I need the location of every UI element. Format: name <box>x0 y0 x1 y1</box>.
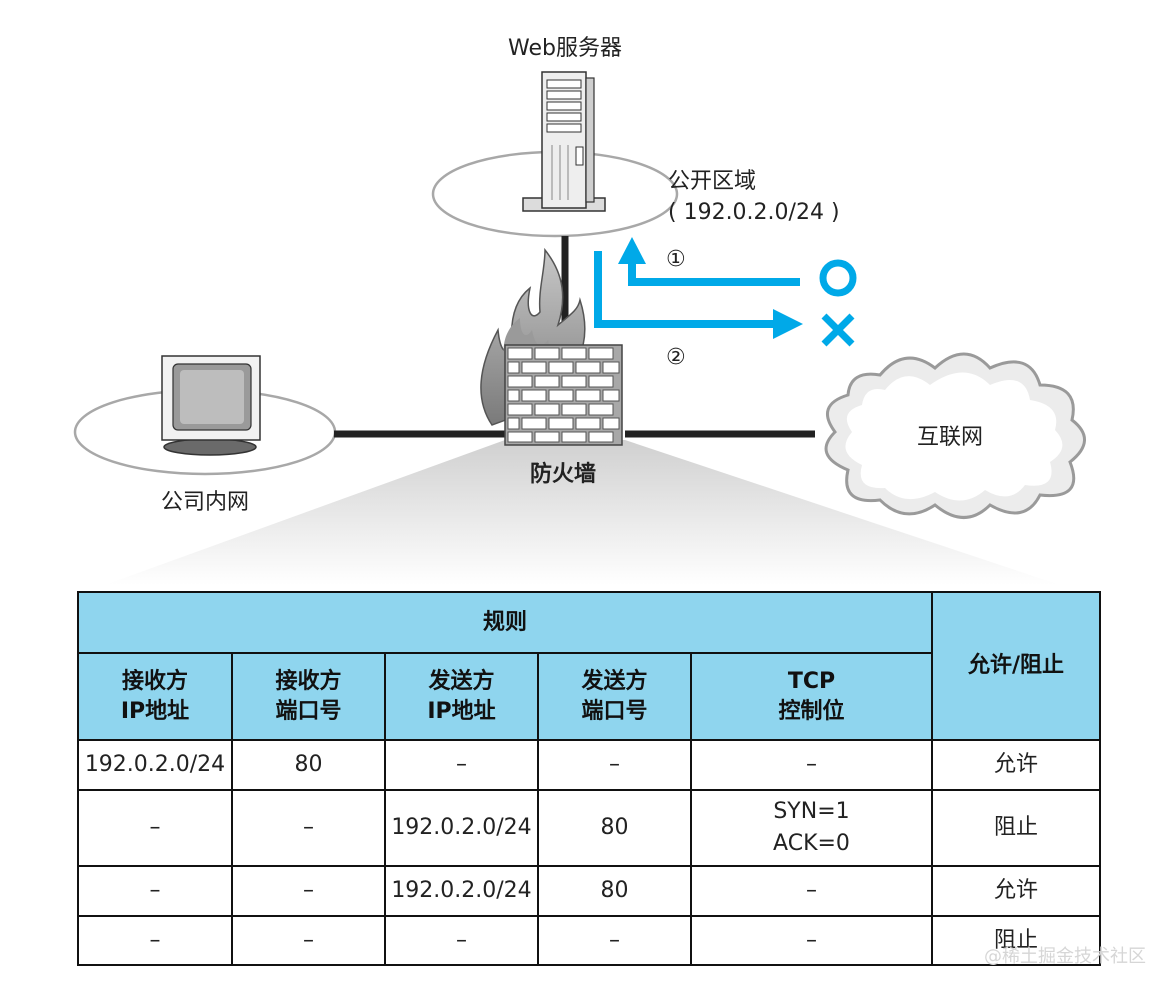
allow-symbol <box>819 259 857 297</box>
cell-src-ip: – <box>384 739 539 791</box>
table-row: – – 192.0.2.0/24 80 SYN=1 ACK=0 阻止 <box>77 789 1101 867</box>
intranet-label: 公司内网 <box>161 490 249 515</box>
column-header-tcp-flags: TCP 控制位 <box>690 652 933 741</box>
cell-dest-ip: – <box>77 789 233 867</box>
table-row: – – 192.0.2.0/24 80 – 允许 <box>77 865 1101 917</box>
cell-result: 阻止 <box>931 915 1101 966</box>
cell-tcp-flags: SYN=1 ACK=0 <box>690 789 933 867</box>
internet-label: 互联网 <box>917 425 983 450</box>
firewall-funnel <box>105 440 1060 585</box>
cell-src-ip: 192.0.2.0/24 <box>384 865 539 917</box>
firewall-label: 防火墙 <box>530 462 596 487</box>
cell-dest-port: – <box>231 865 386 917</box>
column-header-dest-ip: 接收方 IP地址 <box>77 652 233 741</box>
web-server-icon <box>522 71 606 212</box>
block-symbol <box>821 313 855 347</box>
flow-1-arrow <box>618 237 800 286</box>
column-header-src-ip: 发送方 IP地址 <box>384 652 539 741</box>
table-row: – – – – – 阻止 <box>77 915 1101 966</box>
flow-2-marker: ② <box>666 345 686 370</box>
cell-tcp-flags: – <box>690 865 933 917</box>
cell-result: 阻止 <box>931 789 1101 867</box>
cell-src-ip: 192.0.2.0/24 <box>384 789 539 867</box>
watermark: @稀土掘金技术社区 <box>984 946 1146 967</box>
cell-src-port: – <box>537 739 692 791</box>
cell-src-port: 80 <box>537 789 692 867</box>
public-zone-subnet: ( 192.0.2.0/24 ) <box>668 200 840 225</box>
flow-2-arrow <box>594 251 803 339</box>
public-zone-label: 公开区域 <box>668 169 756 194</box>
result-column-header: 允许/阻止 <box>931 591 1101 741</box>
firewall-icon <box>480 247 623 446</box>
cell-result: 允许 <box>931 865 1101 917</box>
cell-src-port: – <box>537 915 692 966</box>
pc-monitor-icon <box>161 355 261 456</box>
firewall-rules-table: 规则 允许/阻止 接收方 IP地址 接收方 端口号 发送方 IP地址 发送方 端… <box>77 591 1101 966</box>
column-header-dest-port: 接收方 端口号 <box>231 652 386 741</box>
cell-dest-ip: 192.0.2.0/24 <box>77 739 233 791</box>
cell-dest-port: – <box>231 789 386 867</box>
rules-group-header: 规则 <box>77 591 933 654</box>
cell-result: 允许 <box>931 739 1101 791</box>
cell-dest-ip: – <box>77 865 233 917</box>
cell-tcp-flags: – <box>690 915 933 966</box>
cell-dest-ip: – <box>77 915 233 966</box>
cell-src-ip: – <box>384 915 539 966</box>
flow-1-marker: ① <box>666 247 686 272</box>
server-label: Web服务器 <box>508 36 622 61</box>
cell-dest-port: 80 <box>231 739 386 791</box>
cell-dest-port: – <box>231 915 386 966</box>
table-row: 192.0.2.0/24 80 – – – 允许 <box>77 739 1101 791</box>
column-header-src-port: 发送方 端口号 <box>537 652 692 741</box>
cell-tcp-flags: – <box>690 739 933 791</box>
cell-src-port: 80 <box>537 865 692 917</box>
